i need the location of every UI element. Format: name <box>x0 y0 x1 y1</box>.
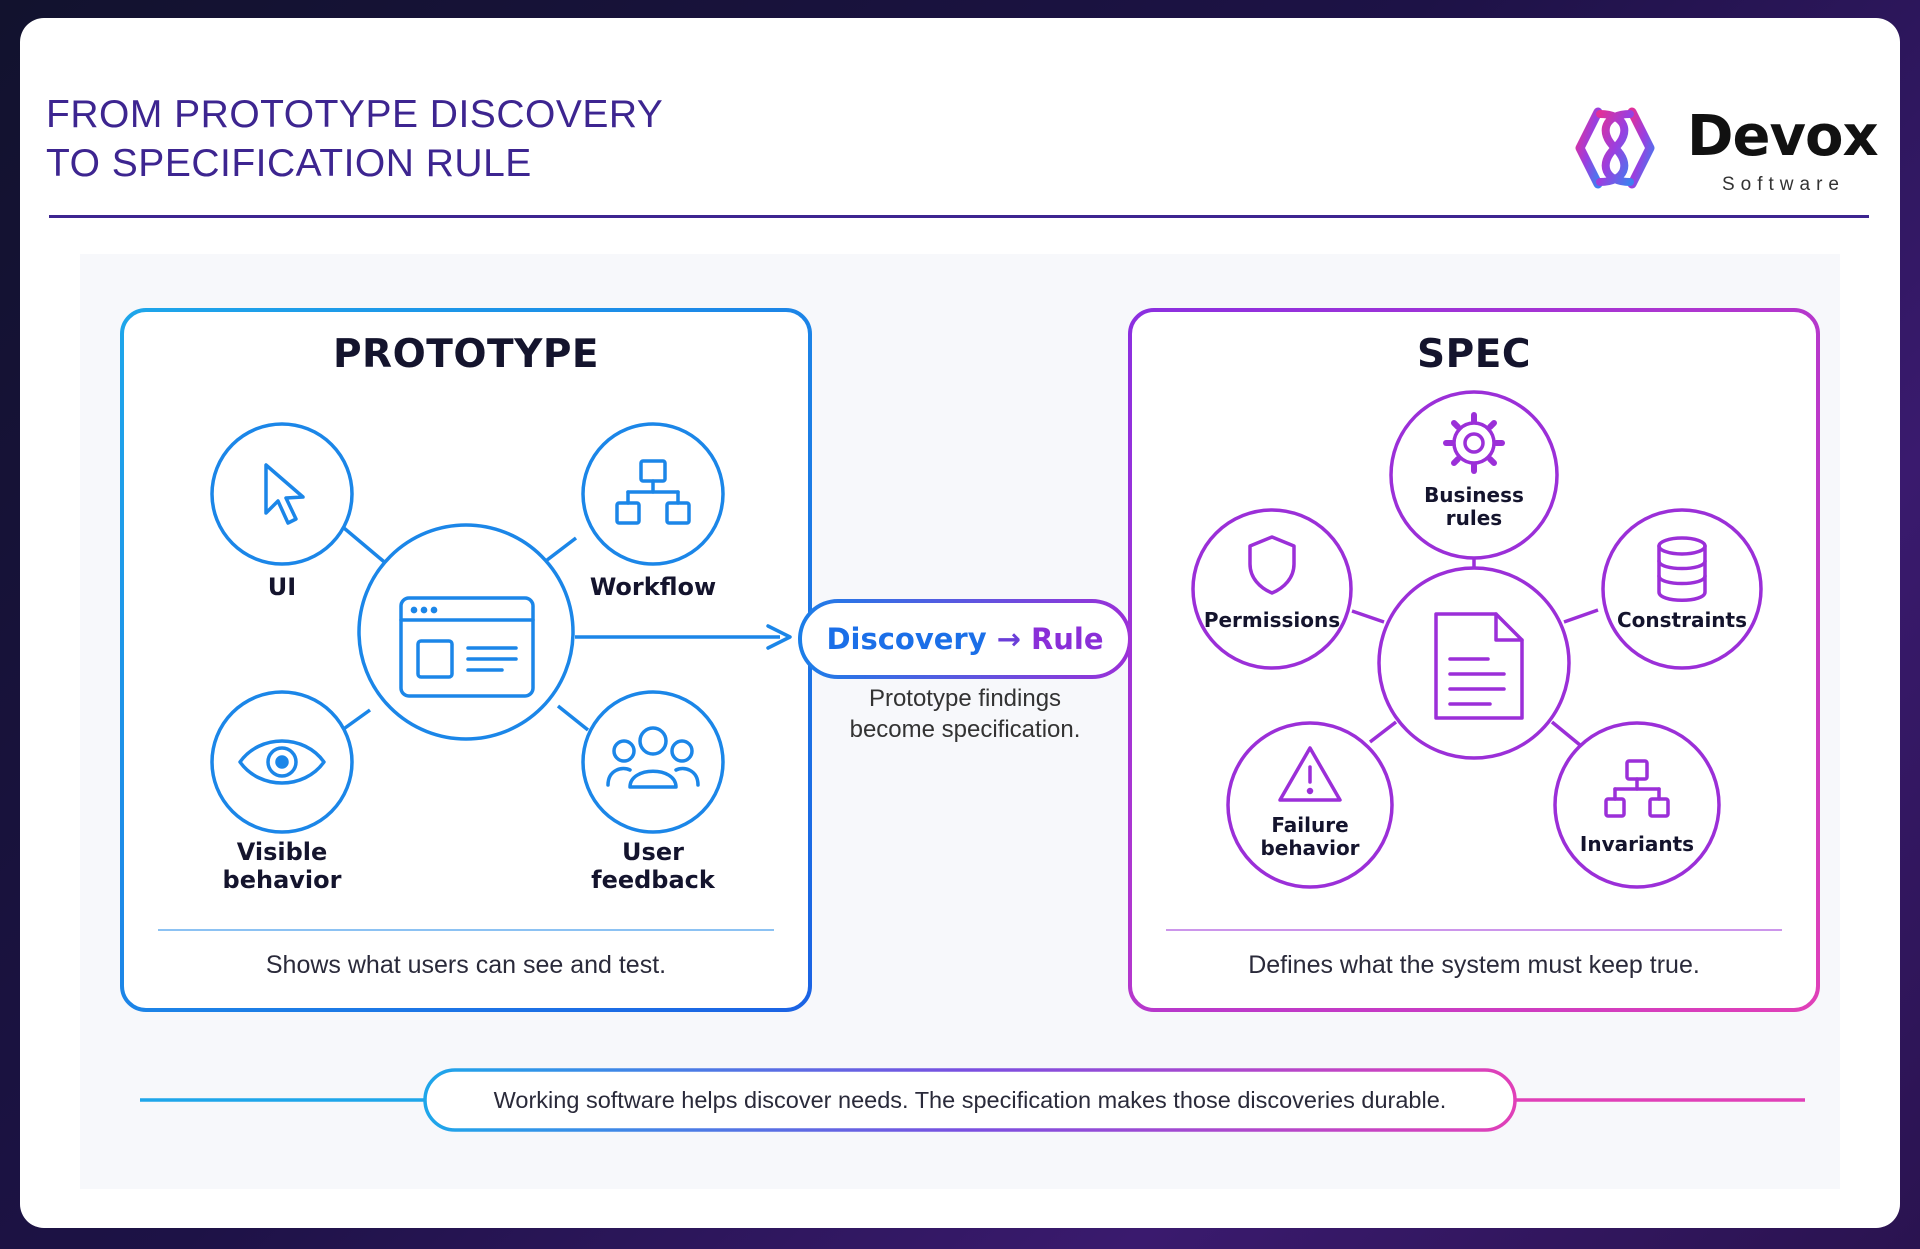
hierarchy-icon <box>615 459 691 525</box>
pill-rule-text: Rule <box>1030 622 1104 656</box>
user-feedback-node <box>581 690 725 834</box>
document-icon <box>1434 612 1524 720</box>
visible-behavior-label: Visible behavior <box>222 838 342 894</box>
database-icon <box>1657 536 1707 602</box>
prototype-arrowhead-icon <box>766 624 792 650</box>
permissions-node <box>1191 508 1353 670</box>
page-title: FROM PROTOTYPE DISCOVERY TO SPECIFICATIO… <box>46 93 664 185</box>
header-divider <box>49 215 1869 218</box>
invariants-node <box>1553 721 1721 889</box>
gear-icon <box>1443 412 1505 474</box>
constraints-label: Constraints <box>1616 608 1748 632</box>
browser-window-icon <box>399 596 535 698</box>
business-rules-node <box>1389 390 1559 560</box>
user-feedback-label: User feedback <box>591 838 715 894</box>
devox-logo: Devox Software <box>1570 102 1900 212</box>
workflow-label: Workflow <box>589 573 717 601</box>
constraints-node <box>1601 508 1763 670</box>
pill-arrow-icon: → <box>996 622 1021 656</box>
invariants-label: Invariants <box>1579 832 1695 856</box>
shield-icon <box>1248 535 1296 595</box>
spec-caption: Defines what the system must keep true. <box>1248 951 1700 979</box>
spec-title: SPEC <box>1417 332 1531 377</box>
users-icon <box>606 726 700 789</box>
eye-icon <box>238 739 326 785</box>
spec-connectors <box>1351 557 1599 747</box>
prototype-caption: Shows what users can see and test. <box>265 951 667 979</box>
warning-icon <box>1278 746 1342 802</box>
ui-node <box>210 422 354 566</box>
failure-behavior-node <box>1226 721 1394 889</box>
prototype-center-node <box>357 523 575 741</box>
hierarchy-icon <box>1604 759 1670 818</box>
logo-subtitle: Software <box>1722 174 1845 195</box>
bridge-note: Prototype findings become specification. <box>849 685 1081 743</box>
footer-pill-border <box>423 1068 1517 1132</box>
ui-label: UI <box>267 573 297 601</box>
business-rules-label: Business rules <box>1424 483 1524 530</box>
spec-center-node <box>1377 566 1571 760</box>
cursor-icon <box>264 463 305 525</box>
diagram-graphics <box>120 308 1820 1132</box>
footer-text: Working software helps discover needs. T… <box>493 1086 1447 1113</box>
logo-name: Devox <box>1687 104 1879 169</box>
devox-logo-mark-icon <box>1575 107 1655 189</box>
prototype-title: PROTOTYPE <box>332 332 600 377</box>
permissions-label: Permissions <box>1203 608 1341 632</box>
discovery-rule-pill: Discovery → Rule <box>800 601 1130 677</box>
pill-discovery-text: Discovery <box>826 622 987 656</box>
failure-behavior-label: Failure behavior <box>1260 813 1360 860</box>
workflow-node <box>581 422 725 566</box>
infographic-card: FROM PROTOTYPE DISCOVERY TO SPECIFICATIO… <box>20 18 1900 1228</box>
